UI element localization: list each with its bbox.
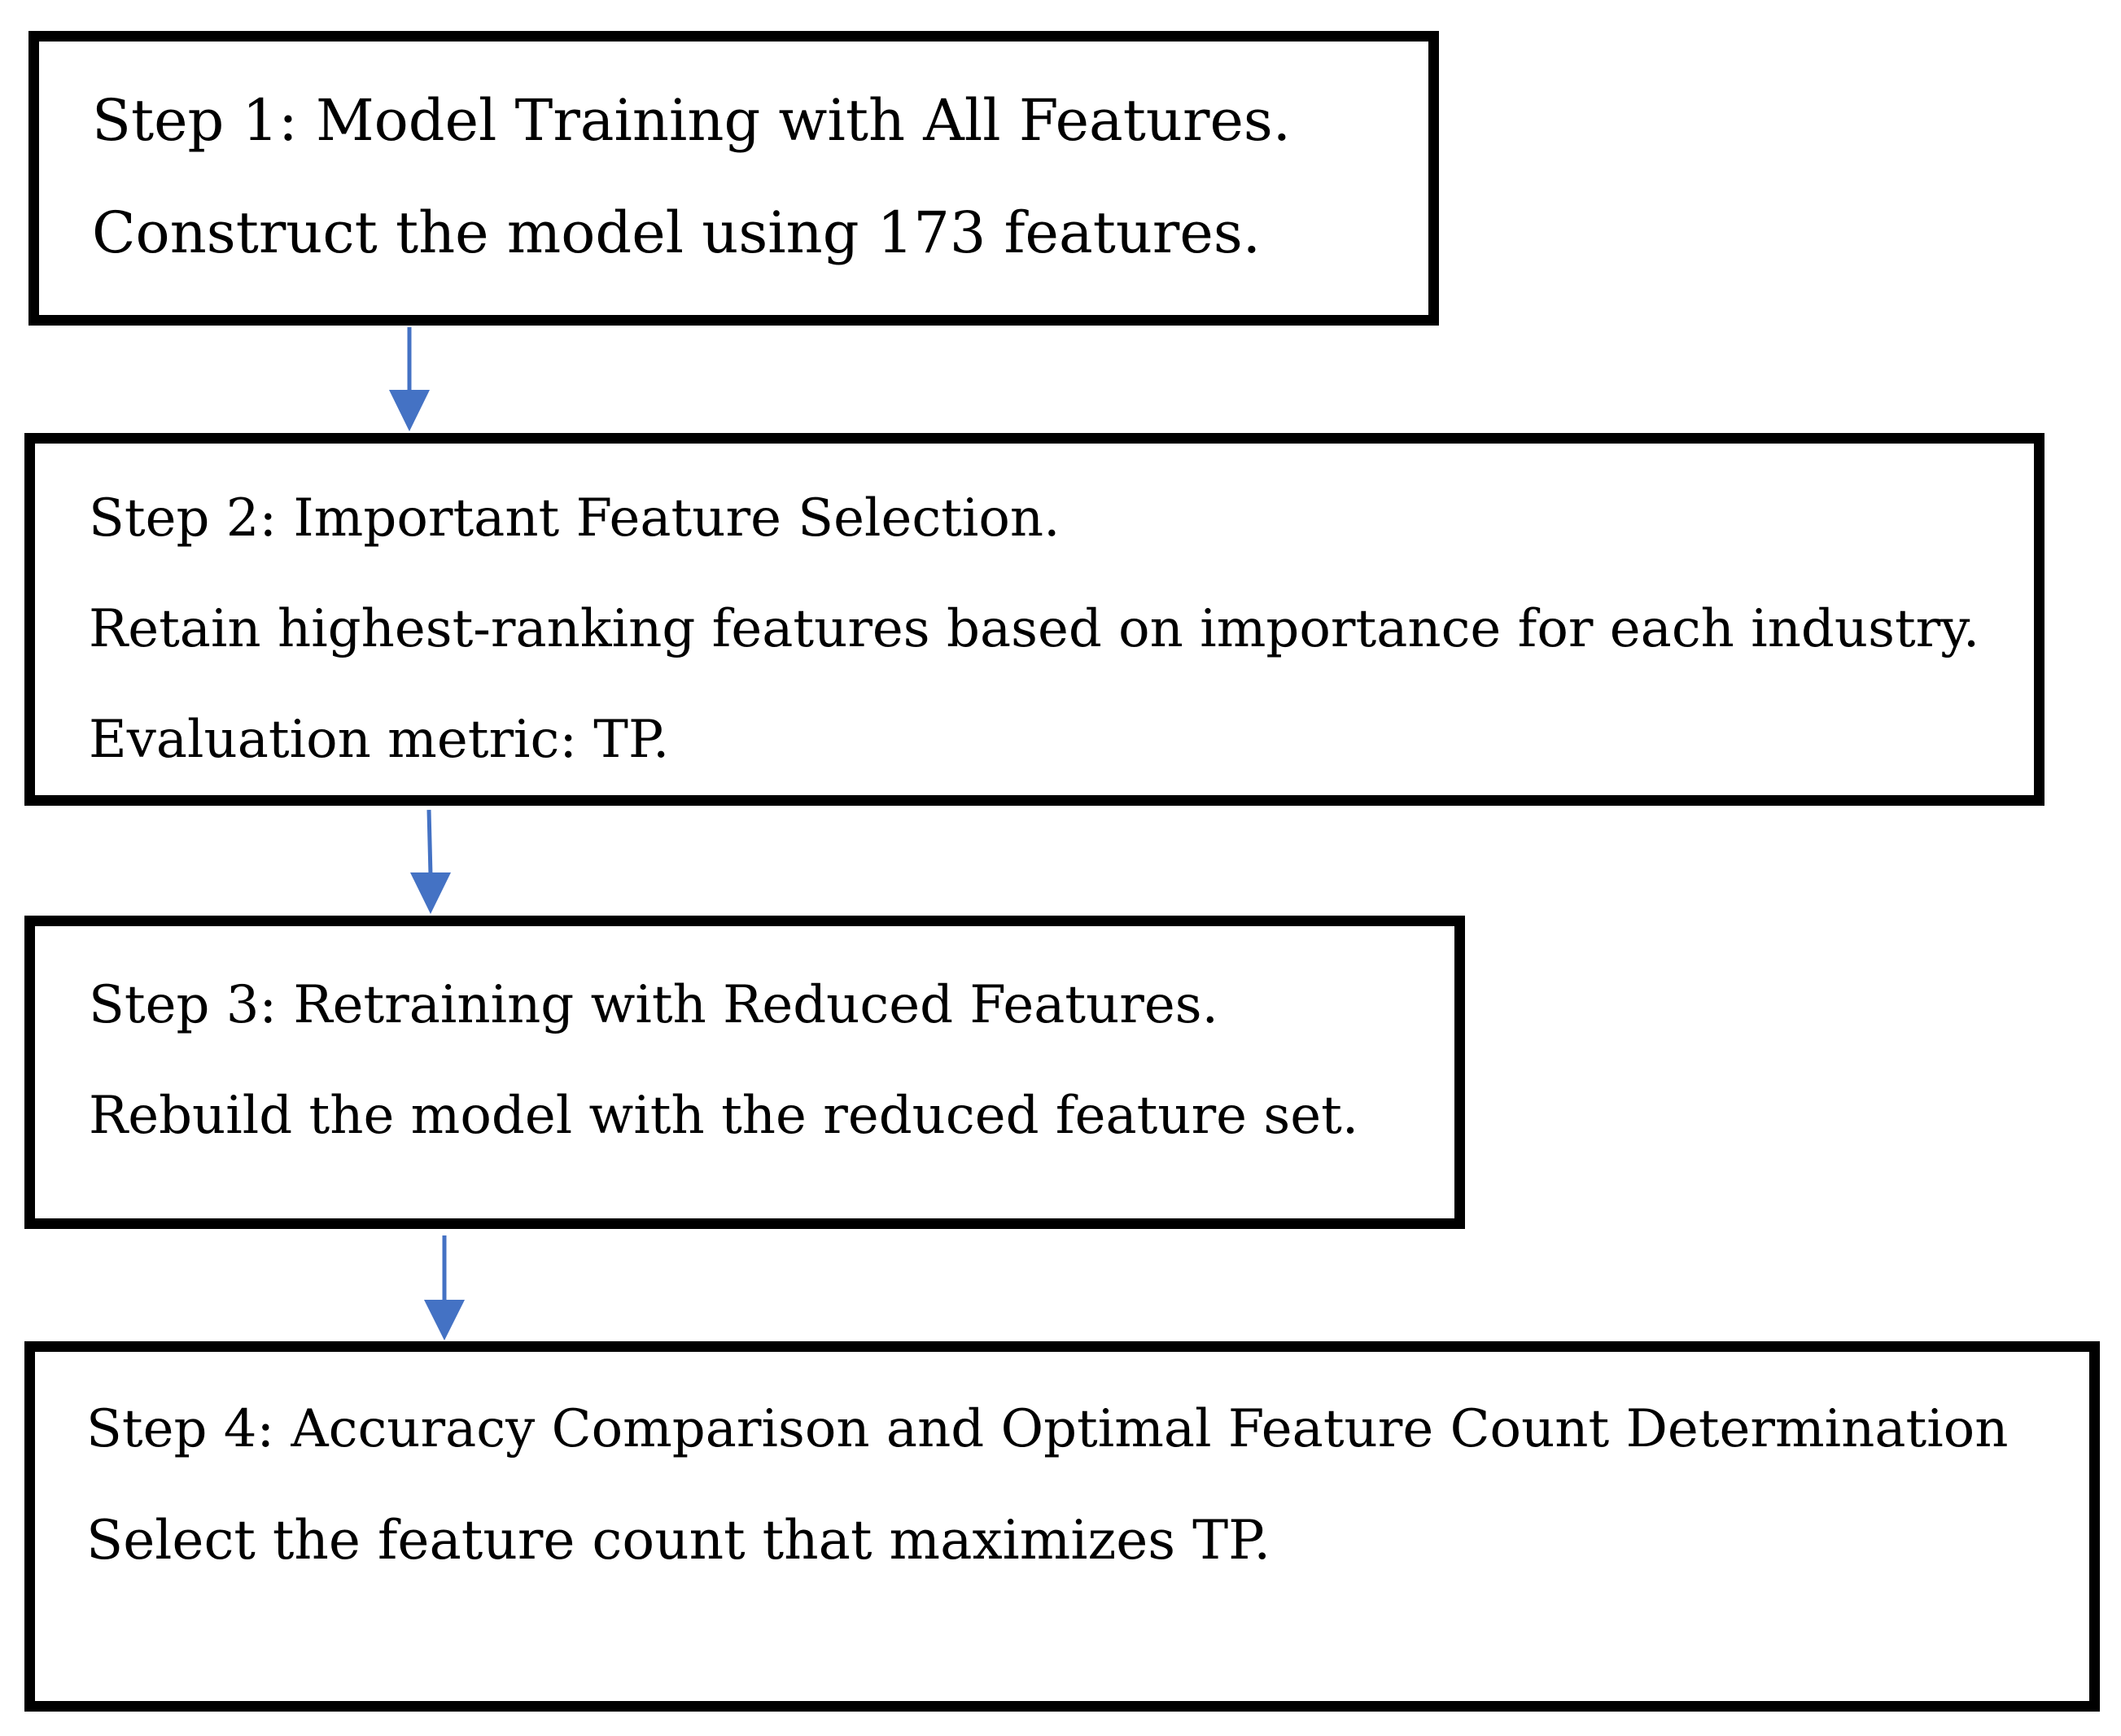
- step-3-box: Step 3: Retraining with Reduced Features…: [24, 916, 1465, 1229]
- step-4-heading: Step 4: Accuracy Comparison and Optimal …: [86, 1399, 2009, 1459]
- step-2-description: Retain highest-ranking features based on…: [89, 599, 1980, 659]
- step-1-heading: Step 1: Model Training with All Features…: [92, 87, 1292, 154]
- step-2-metric: Evaluation metric: TP.: [89, 710, 670, 770]
- arrow-head: [389, 390, 430, 431]
- arrow-step2-to-step3: [410, 809, 451, 914]
- arrow-head: [424, 1300, 465, 1340]
- arrow-head: [410, 872, 451, 914]
- arrow-step1-to-step2: [389, 327, 430, 431]
- step-1-description: Construct the model using 173 features.: [92, 199, 1261, 266]
- step-3-heading: Step 3: Retraining with Reduced Features…: [89, 975, 1218, 1035]
- arrow-shaft: [426, 809, 433, 876]
- step-2-heading: Step 2: Important Feature Selection.: [89, 488, 1060, 549]
- step-3-description: Rebuild the model with the reduced featu…: [89, 1086, 1359, 1146]
- step-4-description: Select the feature count that maximizes …: [86, 1509, 1271, 1572]
- step-4-box: Step 4: Accuracy Comparison and Optimal …: [24, 1341, 2100, 1712]
- step-1-box: Step 1: Model Training with All Features…: [28, 31, 1439, 326]
- step-2-box: Step 2: Important Feature Selection. Ret…: [24, 433, 2044, 806]
- arrow-step3-to-step4: [424, 1235, 465, 1340]
